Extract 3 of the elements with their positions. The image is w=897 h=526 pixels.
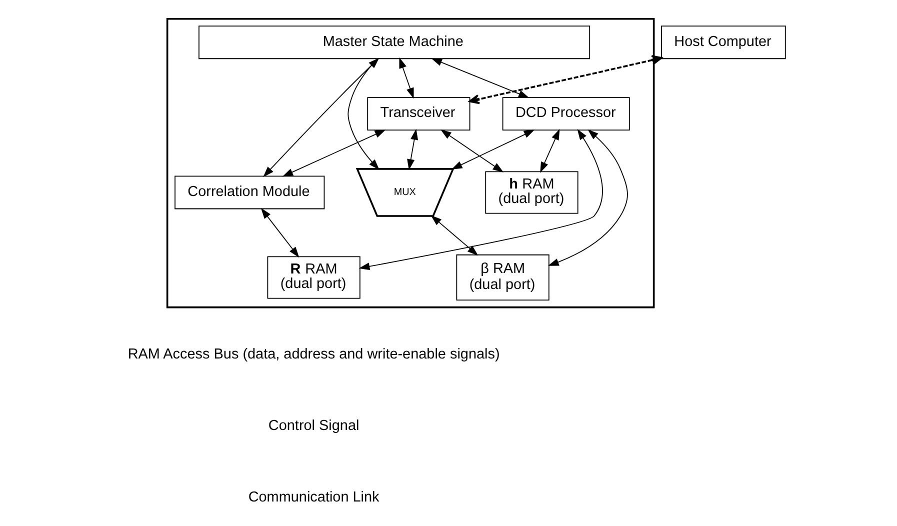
legend-label: RAM Access Bus (data, address and write-enable signals) <box>127 346 500 363</box>
legend-label: Communication Link <box>248 490 379 506</box>
legend-label: Control Signal <box>268 418 359 434</box>
